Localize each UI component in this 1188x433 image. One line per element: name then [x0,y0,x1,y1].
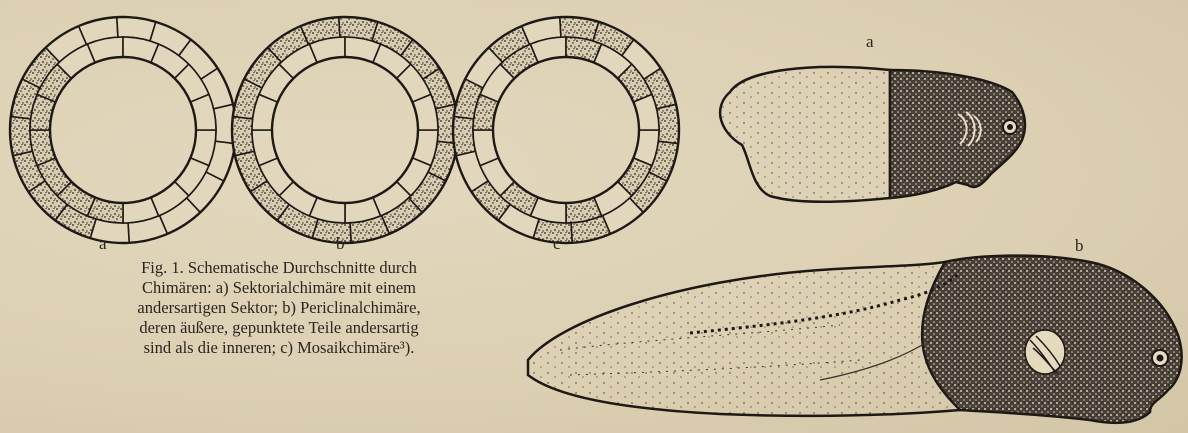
caption-line: andersartigen Sektor; b) Periclinalchimä… [44,298,514,318]
fig1-label-a: a [99,234,107,254]
ring-outline [493,57,639,203]
caption-line: deren äußere, gepunktete Teile andersart… [44,318,514,338]
ring-cell [453,116,475,155]
ring-a-sectorial-chimera [10,17,236,243]
fig2-label-a: a [866,32,874,52]
embryo-a-illustration [720,67,1025,202]
caption-line: Fig. 1. Schematische Durchschnitte durch [44,258,514,278]
fig2-label-b: b [1075,236,1084,256]
figure-1-caption: Fig. 1. Schematische Durchschnitte durch… [44,258,514,358]
fig1-label-b: b [336,234,345,254]
caption-line: sind als die inneren; c) Mosaikchimäre³)… [44,338,514,358]
ring-cell [657,104,679,143]
embryo-b-illustration [528,256,1182,423]
caption-line: Chimären: a) Sektorialchimäre mit einem [44,278,514,298]
ring-outline [272,57,418,203]
ring-cell [10,116,32,155]
ring-c-mosaic-chimera [453,17,679,243]
ring-b-periclinal-chimera [232,17,458,243]
ring-outline [50,57,196,203]
fig1-label-c: c [553,234,561,254]
ring-cell [232,116,254,155]
